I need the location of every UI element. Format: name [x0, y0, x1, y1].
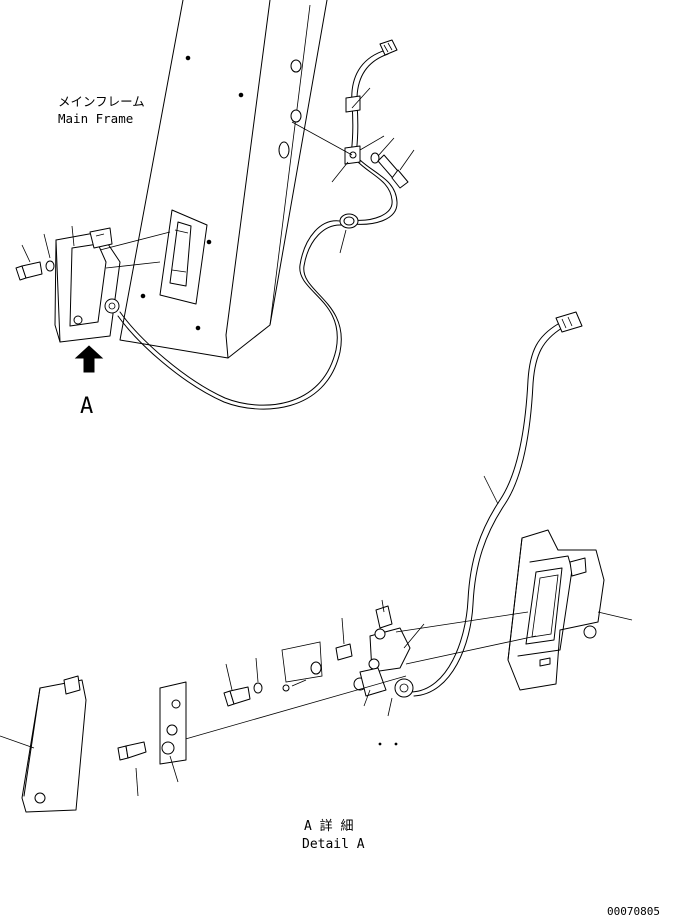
detail-cover — [0, 675, 87, 813]
detail-harness — [411, 311, 583, 697]
mounted-unit-assembly — [15, 225, 171, 343]
detail-label-jp: A 詳 細 — [304, 818, 353, 834]
drawing-number: 00070805 — [607, 905, 660, 917]
detail-label-en: Detail A — [302, 837, 365, 852]
upper-wire-harness — [117, 39, 415, 410]
main-frame-label-en: Main Frame — [58, 111, 133, 126]
view-arrow-letter: A — [80, 394, 93, 419]
detail-bracket-plate — [117, 681, 187, 797]
detail-housing — [507, 529, 633, 691]
view-arrow — [74, 345, 104, 373]
main-frame-label-jp: メインフレーム — [58, 94, 145, 109]
main-frame — [119, 0, 328, 359]
detail-switch-assembly — [167, 599, 537, 746]
